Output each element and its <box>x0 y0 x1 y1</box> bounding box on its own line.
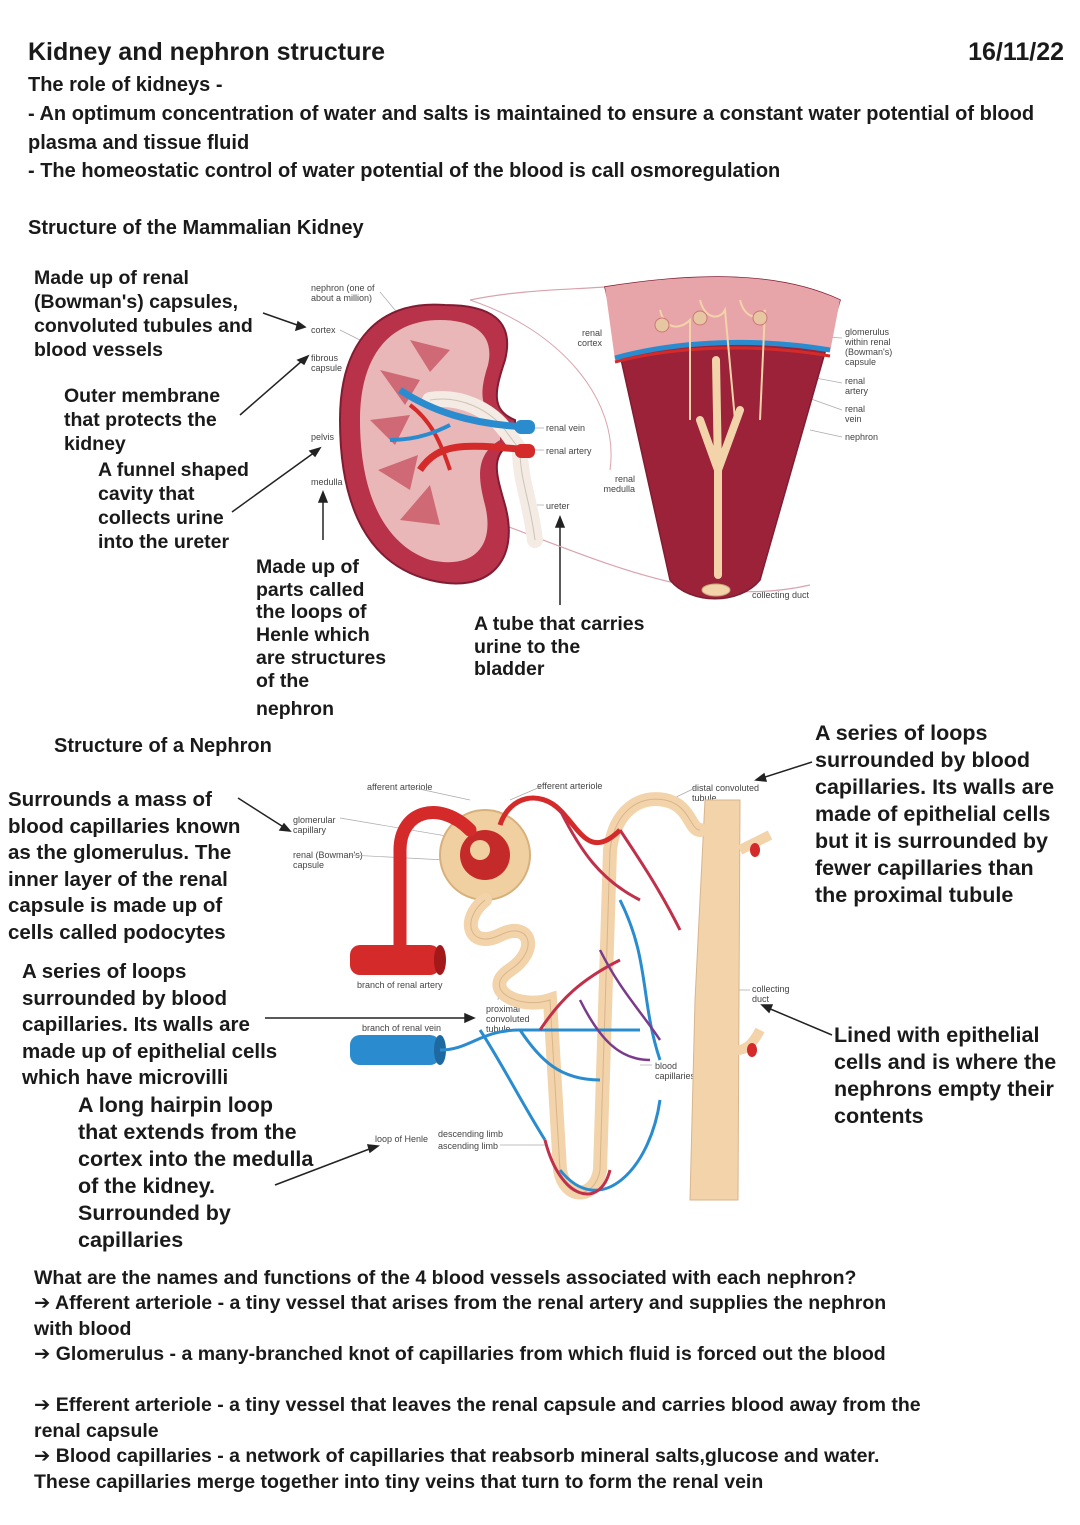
pelvis-note: A funnel shaped cavity that collects uri… <box>98 459 249 553</box>
nephron-diagram <box>237 761 833 1201</box>
label-renal-vein-2: renal vein <box>845 404 866 424</box>
pct-note: A series of loops surrounded by blood ca… <box>22 960 278 1089</box>
label-nephron: nephron (one of about a million) <box>311 283 375 303</box>
label-descending: descending limb <box>438 1129 504 1139</box>
nephron-section-heading: Structure of a Nephron <box>54 735 272 757</box>
label-ureter: ureter <box>546 501 570 511</box>
answer-capillaries: ➔ Blood capillaries - a network of capil… <box>34 1445 880 1493</box>
answer-afferent: ➔ Afferent arteriole - a tiny vessel tha… <box>34 1292 887 1340</box>
label-renal-artery: renal artery <box>546 446 592 456</box>
ureter-note: A tube that carries urine to the bladder <box>474 613 645 680</box>
label-proximal: proximal convoluted tubule <box>486 1004 530 1034</box>
label-branch-artery: branch of renal artery <box>357 980 443 990</box>
page-title: Kidney and nephron structure <box>28 38 385 66</box>
label-cortex: cortex <box>311 325 336 335</box>
label-branch-vein: branch of renal vein <box>362 1023 442 1033</box>
medulla-note: Made up of parts called the loops of Hen… <box>256 556 387 692</box>
answer-efferent: ➔ Efferent arteriole - a tiny vessel tha… <box>34 1394 921 1442</box>
label-blood-capillaries: blood capillaries <box>655 1061 696 1081</box>
label-renal-cortex: renal cortex <box>577 328 602 348</box>
label-ascending: ascending limb <box>438 1141 499 1151</box>
label-distal: distal convoluted tubule <box>692 783 760 803</box>
label-afferent: afferent arteriole <box>367 782 433 792</box>
label-nephron-collecting-duct: collecting duct <box>752 984 790 1004</box>
medulla-note-end: nephron <box>256 698 334 720</box>
question: What are the names and functions of the … <box>34 1267 857 1289</box>
label-collecting-duct: collecting duct <box>752 590 810 600</box>
label-loop-of-henle: loop of Henle <box>375 1134 429 1144</box>
label-pelvis: pelvis <box>311 432 335 442</box>
loop-of-henle-note: A long hairpin loop that extends from th… <box>78 1093 314 1252</box>
answer-glomerulus: ➔ Glomerulus - a many-branched knot of c… <box>34 1343 886 1365</box>
role-heading: The role of kidneys - <box>28 74 223 96</box>
role-point-1: - An optimum concentration of water and … <box>28 103 1035 154</box>
capsule-note: Outer membrane that protects the kidney <box>64 385 221 455</box>
label-renal-artery-2: renal artery <box>845 376 869 396</box>
kidney-section-heading: Structure of the Mammalian Kidney <box>28 217 364 239</box>
cortex-note: Made up of renal (Bowman's) capsules, co… <box>34 267 253 361</box>
label-glomerulus: glomerulus within renal (Bowman's) capsu… <box>845 327 893 367</box>
label-glomerular: glomerular capillary <box>293 815 336 835</box>
label-renal-medulla: renal medulla <box>603 474 635 494</box>
date: 16/11/22 <box>968 38 1064 66</box>
label-fibrous-capsule: fibrous capsule <box>311 353 343 373</box>
label-efferent: efferent arteriole <box>537 781 603 791</box>
label-medulla: medulla <box>311 477 343 487</box>
label-renal-capsule: renal (Bowman's) capsule <box>293 850 363 870</box>
role-point-2: - The homeostatic control of water poten… <box>28 160 781 182</box>
label-nephron-2: nephron <box>845 432 879 442</box>
label-renal-vein: renal vein <box>546 423 586 433</box>
collecting-duct-note: Lined with epithelial cells and is where… <box>834 1023 1057 1128</box>
dct-note: A series of loops surrounded by blood ca… <box>815 721 1055 907</box>
kidney-diagram <box>231 276 843 605</box>
renal-capsule-note: Surrounds a mass of blood capillaries kn… <box>8 788 241 944</box>
